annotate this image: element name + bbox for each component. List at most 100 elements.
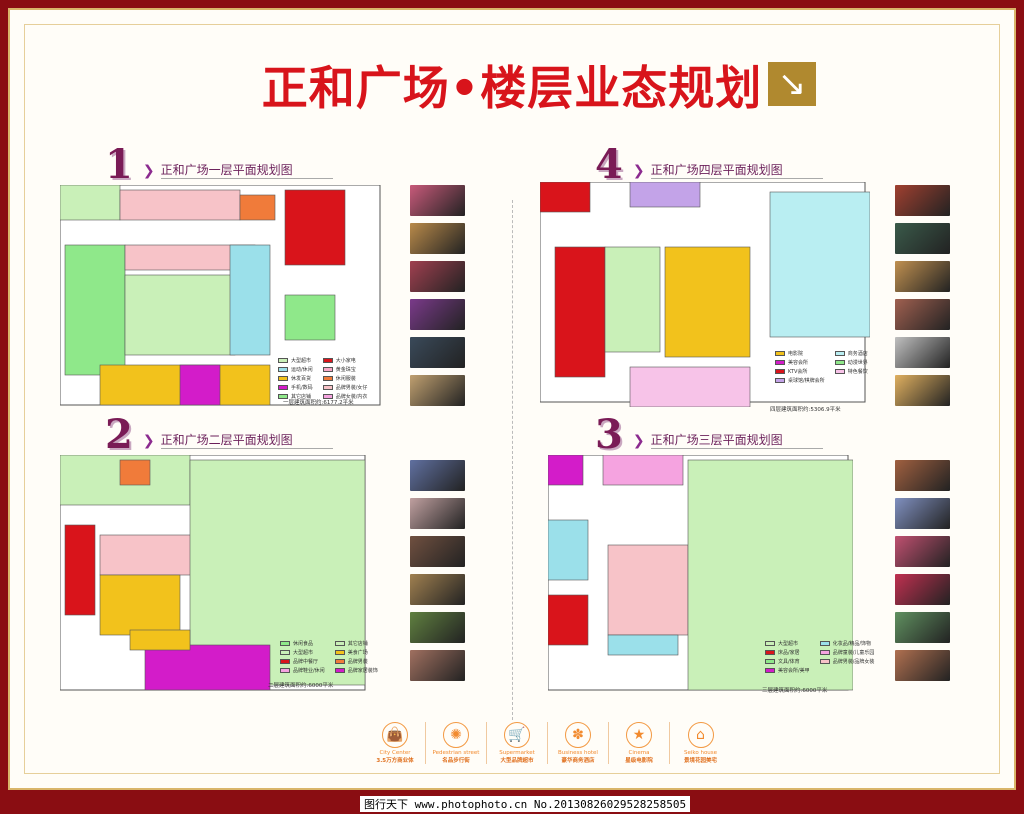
floor-heading-text: 正和广场一层平面规划图 bbox=[160, 161, 333, 179]
shop-photo bbox=[895, 223, 950, 254]
floor-4-plan bbox=[540, 182, 870, 407]
legend-item: 床品/家居 bbox=[765, 649, 810, 656]
legend-item: 黄金珠宝 bbox=[322, 366, 368, 373]
shop-block bbox=[99, 574, 181, 636]
shop-block bbox=[602, 455, 684, 486]
legend-item: 大小家电 bbox=[322, 357, 368, 364]
shop-block bbox=[124, 274, 236, 356]
legend-item: 桌球馆/棋牌会所 bbox=[775, 377, 825, 384]
flower-icon: ✺ bbox=[443, 722, 469, 748]
legend-item: 休闲食品 bbox=[280, 640, 325, 647]
legend-item: 文具/体育 bbox=[765, 658, 810, 665]
shop-photo bbox=[895, 299, 950, 330]
shop-photo bbox=[410, 337, 465, 368]
watermark-footer: 图行天下 www.photophoto.cn No.20130826029528… bbox=[360, 796, 691, 812]
legend-item: 品牌中餐厅 bbox=[280, 658, 325, 665]
shop-photo bbox=[895, 375, 950, 406]
chevron-down-icon: ❯ bbox=[142, 163, 155, 179]
divider bbox=[512, 200, 513, 720]
shop-block bbox=[119, 459, 151, 486]
inner-border bbox=[24, 24, 1000, 774]
legend-item: 品牌男装/女仔 bbox=[322, 384, 367, 391]
legend-item: 特色餐饮 bbox=[834, 368, 868, 375]
shop-block bbox=[60, 185, 121, 221]
floor-2-heading: 2 ❯ 正和广场二层平面规划图 bbox=[105, 415, 333, 455]
shop-block bbox=[64, 524, 96, 616]
shop-photo bbox=[895, 498, 950, 529]
legend-item: 化妆品/精品/饰物 bbox=[819, 640, 875, 647]
shop-block bbox=[129, 629, 191, 651]
floor-4-heading: 4 ❯ 正和广场四层平面规划图 bbox=[595, 145, 823, 185]
shop-block bbox=[607, 634, 679, 656]
floor-2-photos bbox=[410, 460, 465, 681]
shop-block bbox=[229, 244, 271, 356]
chevron-down-icon: ❯ bbox=[142, 433, 155, 449]
floor-area: 三层建筑面积约:6000平米 bbox=[762, 688, 828, 694]
shop-block bbox=[144, 644, 271, 691]
shop-photo bbox=[895, 650, 950, 681]
shop-photo bbox=[410, 185, 465, 216]
arrow-down-right-icon: ↘ bbox=[768, 62, 816, 106]
shop-block bbox=[284, 189, 346, 266]
shop-block bbox=[629, 182, 701, 208]
floor-number: 3 bbox=[595, 411, 623, 458]
chevron-down-icon: ❯ bbox=[632, 433, 645, 449]
floor-1-heading: 1 ❯ 正和广场一层平面规划图 bbox=[105, 145, 333, 185]
floor-3-legend: 大型超市化妆品/精品/饰物床品/家居品牌童装/儿童乐园文具/体育品牌男装/品牌女… bbox=[765, 640, 874, 674]
legend-item: 动漫世界 bbox=[834, 359, 868, 366]
shop-photo bbox=[410, 299, 465, 330]
floor-area: 一层建筑面积约:6177.2平米 bbox=[283, 400, 354, 406]
legend-item: 大型超市 bbox=[280, 649, 325, 656]
shop-photo bbox=[895, 261, 950, 292]
shopping-bag-icon: 👜 bbox=[382, 722, 408, 748]
shop-photo bbox=[895, 460, 950, 491]
legend-item: 品牌女装/内衣 bbox=[322, 393, 367, 400]
floor-4-photos bbox=[895, 185, 950, 406]
shop-photo bbox=[895, 574, 950, 605]
legend-item: 电影院 bbox=[775, 350, 825, 357]
shop-photo bbox=[895, 337, 950, 368]
legend-item: 大型超市 bbox=[765, 640, 810, 647]
floor-number: 1 bbox=[105, 141, 133, 188]
floor-heading-text: 正和广场四层平面规划图 bbox=[650, 161, 823, 179]
floor-3-photos bbox=[895, 460, 950, 681]
shop-photo bbox=[410, 536, 465, 567]
shopping-cart-icon: 🛒 bbox=[504, 722, 530, 748]
shop-photo bbox=[410, 460, 465, 491]
floor-number: 4 bbox=[595, 141, 623, 188]
shop-photo bbox=[410, 612, 465, 643]
shop-block bbox=[540, 182, 591, 213]
shop-block bbox=[607, 544, 689, 636]
shop-block bbox=[629, 366, 751, 407]
floor-2-legend: 休闲食品其它店铺大型超市美食广场品牌中餐厅品牌男装品牌鞋业/休闲品牌家居装饰 bbox=[280, 640, 378, 674]
shop-block bbox=[548, 519, 589, 581]
floor-number: 2 bbox=[105, 411, 133, 458]
shop-photo bbox=[895, 536, 950, 567]
shop-photo bbox=[410, 498, 465, 529]
chevron-down-icon: ❯ bbox=[632, 163, 645, 179]
legend-item: 美食广场 bbox=[334, 649, 378, 656]
shop-photo bbox=[410, 574, 465, 605]
shop-photo bbox=[410, 650, 465, 681]
floor-1-legend: 大型超市大小家电运动/休闲黄金珠宝休发百货休闲服装手机/数码品牌男装/女仔其它店… bbox=[278, 357, 367, 400]
legend-item: 休发百货 bbox=[278, 375, 313, 382]
tree-icon: ✽ bbox=[565, 722, 591, 748]
shop-photo bbox=[895, 612, 950, 643]
shop-block bbox=[239, 194, 276, 221]
shop-block bbox=[284, 294, 336, 341]
legend-item: 大型超市 bbox=[278, 357, 313, 364]
floor-heading-text: 正和广场三层平面规划图 bbox=[650, 431, 823, 449]
floor-area: 二层建筑面积约:6000平米 bbox=[268, 683, 334, 689]
legend-item: 商务酒店 bbox=[834, 350, 868, 357]
shop-block bbox=[64, 244, 126, 376]
legend-item: 运动/休闲 bbox=[278, 366, 313, 373]
shop-block bbox=[119, 189, 241, 221]
legend-item: 其它店铺 bbox=[278, 393, 313, 400]
floor-2-plan bbox=[60, 455, 366, 691]
